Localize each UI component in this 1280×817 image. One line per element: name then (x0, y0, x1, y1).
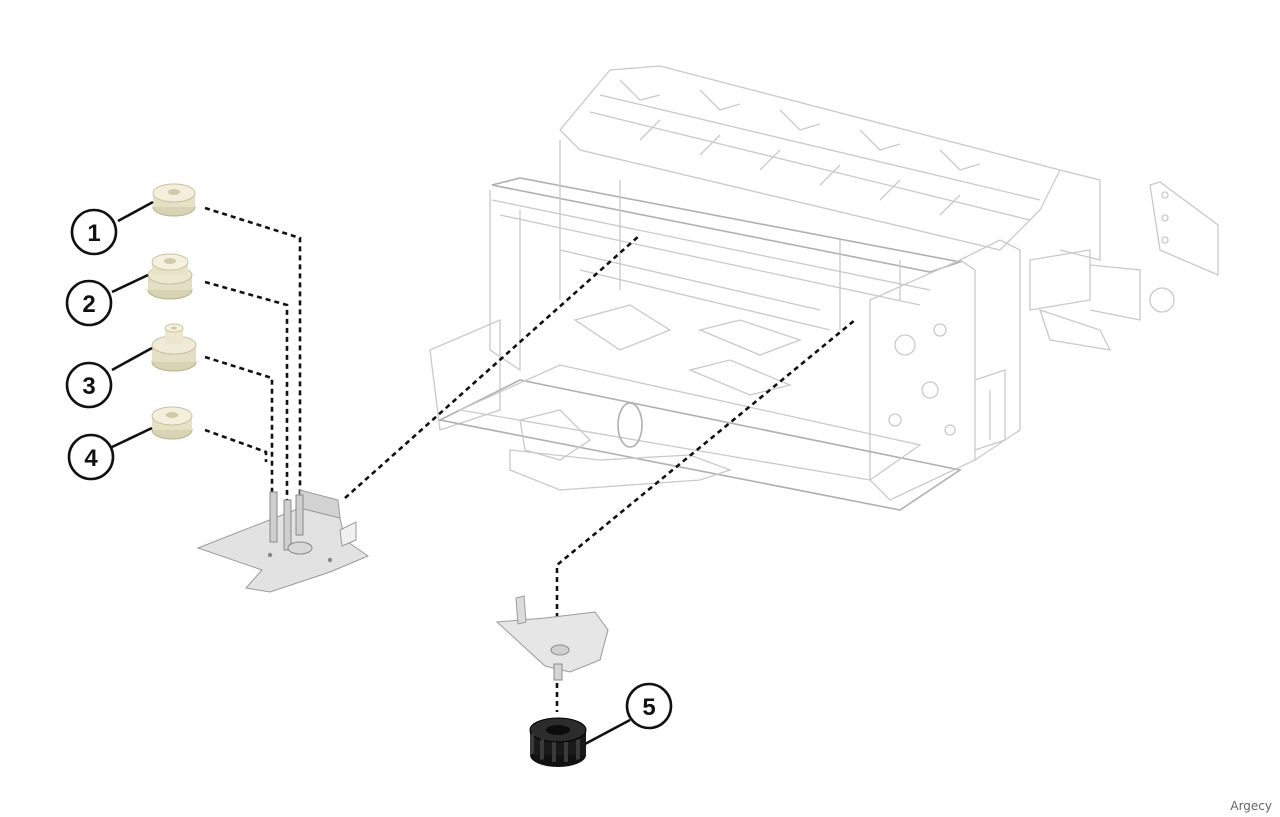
gear-4-illustration (151, 406, 193, 440)
callout-3: 3 (65, 361, 113, 409)
callout-5: 5 (625, 682, 673, 730)
gear-5-illustration (529, 717, 587, 767)
callout-4: 4 (67, 433, 115, 481)
callout-2: 2 (65, 279, 113, 327)
callout-4-number: 4 (84, 445, 98, 472)
gear-2-illustration (147, 253, 193, 300)
callout-3-number: 3 (82, 373, 95, 400)
leader-lines (204, 206, 856, 712)
watermark: Argecy (1230, 799, 1272, 813)
gear-5-bracket (495, 595, 609, 681)
gear-1-illustration (152, 183, 196, 217)
printer-frame-illustration (429, 65, 1219, 511)
callout-1-number: 1 (87, 220, 100, 247)
callout-5-number: 5 (642, 694, 655, 721)
callout-connectors (111, 200, 631, 746)
gear-bracket-plate (196, 489, 370, 593)
callout-2-number: 2 (82, 291, 95, 318)
callout-1: 1 (70, 208, 118, 256)
gear-3-illustration (151, 323, 197, 372)
